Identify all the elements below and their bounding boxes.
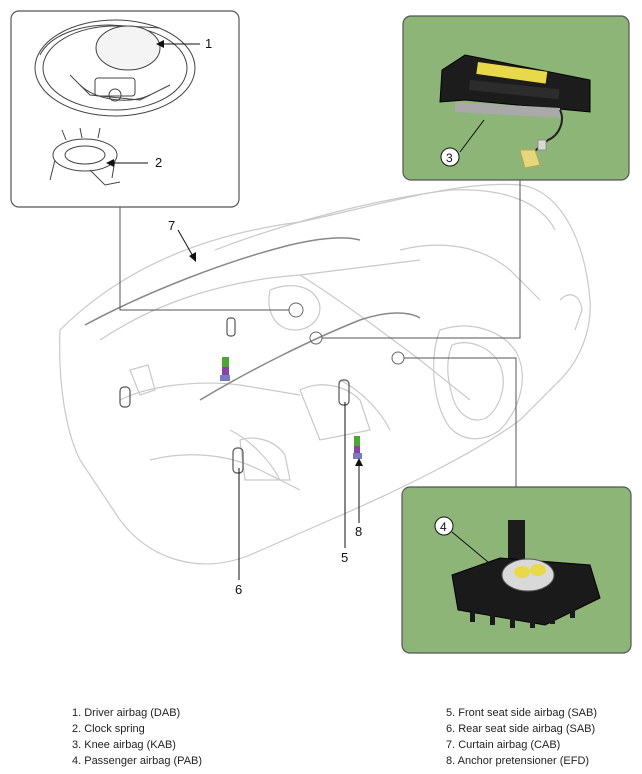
callout-2: 2 bbox=[155, 155, 162, 170]
callout-5: 5 bbox=[341, 550, 348, 565]
callout-1: 1 bbox=[205, 36, 212, 51]
legend-item-8: 8. Anchor pretensioner (EFD) bbox=[446, 755, 590, 767]
passenger-airbag-location bbox=[391, 351, 405, 365]
legend-item-2: 2. Clock spring bbox=[72, 723, 145, 735]
callout-7: 7 bbox=[168, 218, 175, 233]
callout-3: 3 bbox=[446, 151, 453, 165]
passenger-airbag-module-drawing bbox=[451, 520, 601, 628]
callout-4: 4 bbox=[440, 520, 447, 534]
knee-airbag-module-drawing bbox=[439, 54, 591, 169]
legend-item-6: 6. Rear seat side airbag (SAB) bbox=[446, 723, 596, 735]
pretensioner-marks bbox=[220, 357, 362, 459]
legend-item-7: 7. Curtain airbag (CAB) bbox=[446, 739, 561, 751]
callout-3-circle bbox=[440, 147, 460, 167]
inset-knee-airbag: 3 bbox=[402, 15, 630, 181]
seat-airbag-marks bbox=[119, 317, 350, 474]
legend-left: 1. Driver airbag (DAB) 2. Clock spring 3… bbox=[72, 705, 202, 769]
callout-8: 8 bbox=[355, 524, 362, 539]
inset-passenger-airbag: 4 bbox=[401, 486, 632, 654]
car-outline bbox=[59, 183, 591, 565]
curtain-airbag-line bbox=[84, 237, 361, 326]
curtain-airbag-line-lower bbox=[199, 312, 421, 401]
legend-item-4: 4. Passenger airbag (PAB) bbox=[72, 755, 203, 767]
callout-6: 6 bbox=[235, 582, 242, 597]
airbag-layout-diagram: 1 2 3 bbox=[10, 10, 632, 654]
callout-4-circle bbox=[434, 516, 454, 536]
legend-right: 5. Front seat side airbag (SAB) 6. Rear … bbox=[446, 705, 597, 769]
inset-leader-lines bbox=[119, 180, 521, 487]
legend-item-5: 5. Front seat side airbag (SAB) bbox=[446, 707, 598, 719]
inset-steering-wheel: 1 2 bbox=[10, 10, 240, 208]
legend-item-1: 1. Driver airbag (DAB) bbox=[72, 707, 181, 719]
steering-wheel-drawing bbox=[34, 19, 196, 117]
driver-airbag-location bbox=[288, 302, 304, 318]
legend-item-3: 3. Knee airbag (KAB) bbox=[72, 739, 176, 751]
